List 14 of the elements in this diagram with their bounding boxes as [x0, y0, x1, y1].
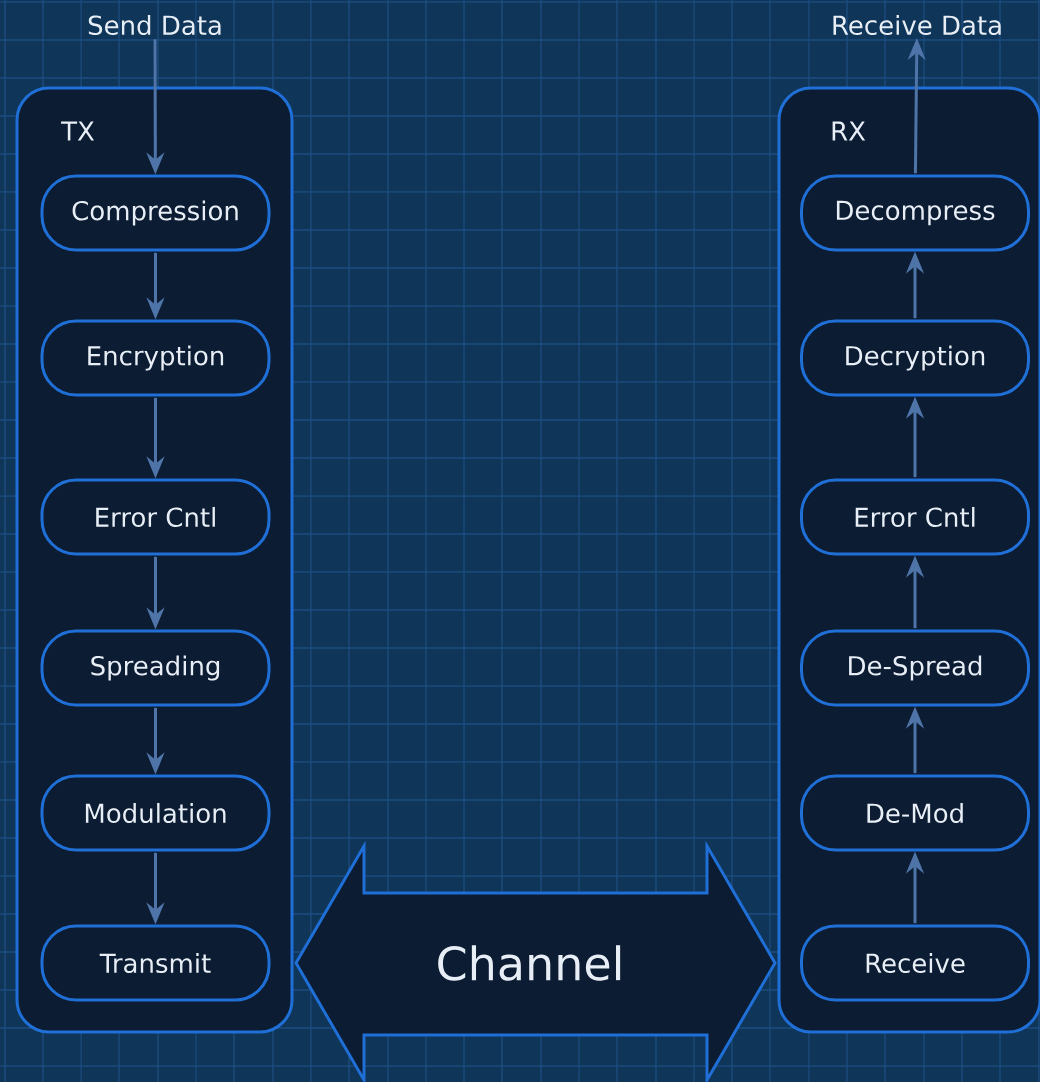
- process-box: De-Mod: [800, 774, 1030, 852]
- flow-label: Send Data: [88, 14, 221, 36]
- process-box: Compression: [40, 174, 271, 252]
- process-box: Error Cntl: [40, 478, 271, 556]
- process-box: Decryption: [800, 319, 1030, 397]
- process-box: Error Cntl: [800, 478, 1030, 556]
- flow-label: Receive Data: [833, 14, 1001, 36]
- process-box: De-Spread: [800, 629, 1030, 707]
- process-box: Modulation: [40, 774, 271, 852]
- process-box: Spreading: [40, 629, 271, 707]
- process-box: Transmit: [40, 924, 271, 1002]
- process-box: Receive: [800, 924, 1030, 1002]
- process-box: Encryption: [40, 319, 271, 397]
- process-box: Decompress: [800, 174, 1030, 252]
